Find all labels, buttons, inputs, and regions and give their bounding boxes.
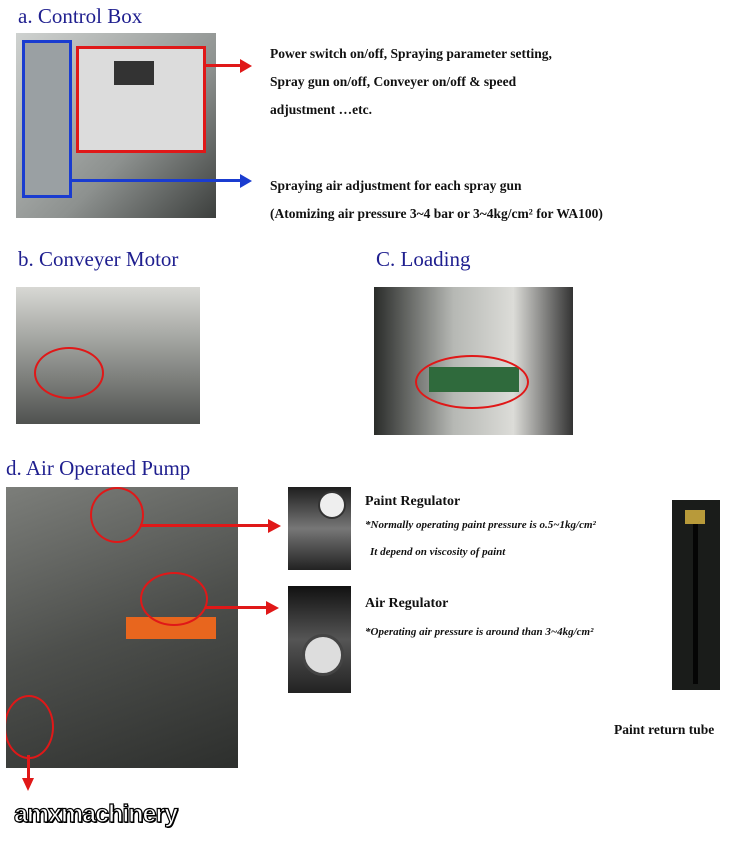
control-panel-description: Power switch on/off, Spraying parameter … <box>270 40 552 124</box>
watermark: amxmachinery <box>13 799 178 828</box>
air-gauge-panel-highlight <box>22 40 72 198</box>
paint-regulator-photo <box>288 487 351 570</box>
air-regulator-title: Air Regulator <box>365 596 449 611</box>
air-adjust-description: Spraying air adjustment for each spray g… <box>270 172 603 228</box>
air-regulator-photo <box>288 586 351 693</box>
paint-regulator-title: Paint Regulator <box>365 494 461 509</box>
paint-regulator-note: It depend on viscosity of paint <box>370 546 506 558</box>
control-box-photo <box>16 33 216 218</box>
arrow-icon <box>266 601 279 615</box>
arrow-icon <box>240 59 252 73</box>
air-regulator-note: *Operating air pressure is around than 3… <box>365 626 594 638</box>
section-c-title: C. Loading <box>376 247 471 271</box>
air-operated-pump-photo <box>6 487 238 768</box>
paint-return-tube-label: Paint return tube <box>614 722 715 737</box>
desc-line: Power switch on/off, Spraying parameter … <box>270 46 552 61</box>
desc-line: Spray gun on/off, Conveyer on/off & spee… <box>270 74 517 89</box>
paint-return-tube-photo <box>672 500 720 690</box>
arrow-icon <box>22 778 34 791</box>
desc-line: (Atomizing air pressure 3~4 bar or 3~4kg… <box>270 206 603 221</box>
section-a-title: a. Control Box <box>18 4 143 28</box>
section-d-title: d. Air Operated Pump <box>6 456 191 480</box>
conveyer-motor-photo <box>16 287 200 424</box>
section-b-title: b. Conveyer Motor <box>18 247 179 271</box>
arrow-icon <box>268 519 281 533</box>
arrow-icon <box>240 174 252 188</box>
desc-line: Spraying air adjustment for each spray g… <box>270 178 522 193</box>
desc-line: adjustment …etc. <box>270 102 372 117</box>
control-panel-highlight <box>76 46 206 153</box>
loading-photo <box>374 287 573 435</box>
paint-regulator-note: *Normally operating paint pressure is o.… <box>365 519 596 531</box>
